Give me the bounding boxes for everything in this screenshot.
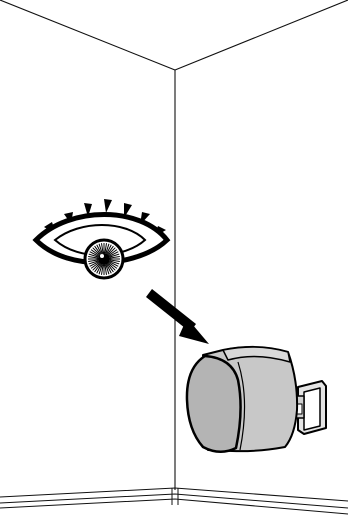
iris-line (92, 247, 101, 256)
iris-line (109, 260, 120, 265)
sensor-front-face (185, 354, 242, 453)
iris-line (98, 243, 103, 254)
iris-line (106, 264, 112, 274)
iris-line (107, 262, 116, 271)
iris-line (88, 260, 99, 265)
baseboard-line-1 (0, 487, 348, 502)
iris-line (109, 256, 120, 259)
ceiling-right-edge (174, 0, 348, 71)
arrow-head (179, 318, 209, 344)
baseboard-line-2 (0, 493, 348, 509)
iris-line (88, 256, 99, 259)
room-walls (0, 0, 348, 490)
iris-line (98, 264, 103, 275)
iris-line (92, 262, 101, 271)
wall-mounted-sensor-icon (185, 345, 327, 453)
iris-line (94, 245, 101, 255)
iris-line (88, 259, 99, 262)
iris-line (104, 243, 107, 254)
eye-highlight (100, 254, 104, 258)
iris-line (90, 262, 100, 269)
sensor-side-seam (237, 361, 246, 451)
eye-pupil (98, 253, 110, 265)
eye-outline (32, 212, 171, 266)
iris-line (94, 263, 101, 273)
baseboard-line-3 (0, 498, 348, 515)
eye-iris-pattern (88, 243, 120, 275)
iris-line (105, 264, 110, 275)
baseboard (0, 487, 348, 515)
iris-line (108, 249, 118, 256)
arrow-icon (146, 289, 209, 344)
eye-icon (32, 199, 171, 280)
iris-line (109, 259, 120, 262)
iris-line (101, 264, 104, 275)
iris-line (107, 245, 114, 255)
sensor-top-band (222, 346, 291, 363)
iris-line (89, 261, 99, 267)
iris-line (104, 264, 107, 275)
iris-line (109, 251, 119, 257)
iris-line (109, 253, 120, 258)
iris-line (88, 253, 99, 258)
iris-line (96, 244, 102, 254)
mount-bracket-face (303, 387, 321, 431)
iris-line (108, 262, 118, 269)
iris-line (101, 243, 104, 254)
eye-inner-lid (53, 224, 147, 257)
iris-line (107, 247, 116, 256)
iris-line (106, 244, 112, 254)
arrow-shaft (146, 289, 196, 332)
iris-line (90, 249, 100, 256)
iris-line (89, 251, 99, 257)
iris-line (107, 263, 114, 273)
iris-line (109, 261, 119, 267)
ceiling-left-edge (0, 0, 176, 71)
iris-line (96, 264, 102, 274)
iris-line (105, 243, 110, 254)
